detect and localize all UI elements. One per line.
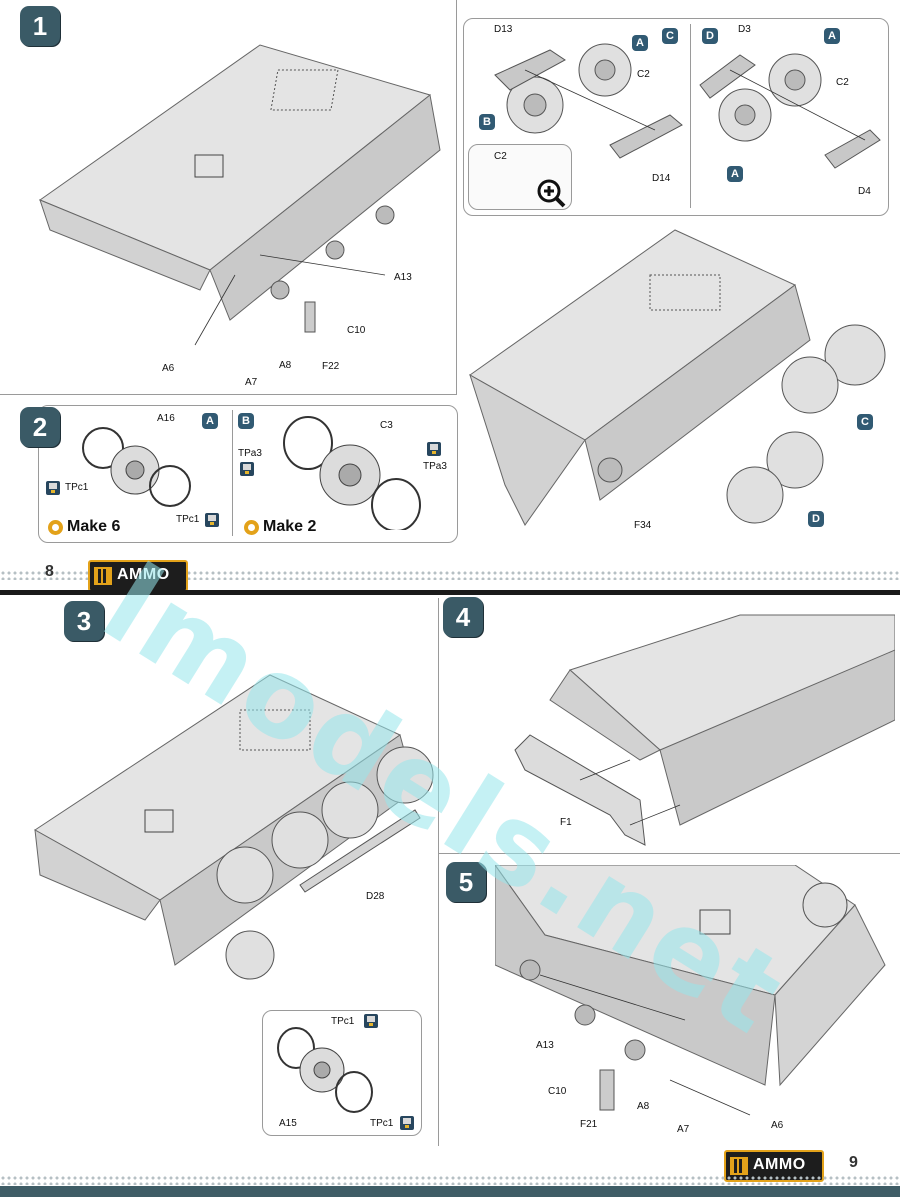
paint-icon-tpc1-left: [46, 481, 60, 495]
page-number-9: 9: [849, 1154, 858, 1171]
page9-footer-dots: [0, 1175, 900, 1185]
label-c10-step5: C10: [548, 1086, 567, 1097]
make-icon-b: [244, 520, 259, 535]
subassembly-divider: [690, 24, 691, 208]
page9-footer-bar: [0, 1186, 900, 1197]
label-tpc1-top: TPc1: [331, 1016, 355, 1027]
step3-hull-illustration: [34, 674, 434, 980]
make-2-label: Make 2: [263, 518, 317, 535]
step1-badge: 1: [20, 6, 60, 46]
label-a15: A15: [279, 1118, 297, 1129]
step3-badge: 3: [64, 601, 104, 641]
label-f1: F1: [560, 817, 572, 828]
label-d4: D4: [858, 186, 871, 197]
label-a7-step5: A7: [677, 1124, 690, 1135]
bogie-d-illustration: [699, 53, 881, 169]
label-a6-step5: A6: [771, 1120, 784, 1131]
paint-icon-tpa3-left: [240, 462, 254, 476]
sub-c-tag-c: C: [662, 28, 678, 44]
label-a7: A7: [245, 377, 258, 388]
label-f21: F21: [580, 1119, 598, 1130]
wheel-a15-illustration: [277, 1027, 373, 1113]
paint-icon-tpc1-right: [205, 513, 219, 527]
label-c2: C2: [637, 69, 650, 80]
label-a13-step5: A13: [536, 1040, 554, 1051]
ammo-logo-top: AMMO: [88, 560, 188, 592]
page-number-8: 8: [45, 563, 54, 580]
label-f34: F34: [634, 520, 652, 531]
label-tpa3-left: TPa3: [238, 448, 262, 459]
step4-hull-illustration: [514, 614, 895, 846]
paint-icon-step3-bottom: [400, 1116, 414, 1130]
step5-hull-illustration: [495, 865, 886, 1116]
magnifier-icon: [537, 179, 566, 208]
label-tpc1-right: TPc1: [176, 514, 200, 525]
step2-tag-a: A: [202, 413, 218, 429]
sub-c-tag-a: A: [632, 35, 648, 51]
sub-c-tag-b: B: [479, 114, 495, 130]
page-separator: [0, 590, 900, 595]
bogie-c-illustration: [494, 43, 683, 159]
hull-assembly-illustration: [469, 229, 886, 526]
paint-icon-step3-top: [364, 1014, 378, 1028]
label-tpa3-right: TPa3: [423, 461, 447, 472]
make-6-label: Make 6: [67, 518, 121, 535]
sub-d-tag-a-top: A: [824, 28, 840, 44]
label-a6: A6: [162, 363, 175, 374]
paint-icon-tpa3-right: [427, 442, 441, 456]
step4-bottom-border: [438, 853, 900, 854]
label-tpc1-left: TPc1: [65, 482, 89, 493]
wheel-a-illustration: [82, 427, 191, 507]
label-a13: A13: [394, 272, 412, 283]
step1-hull-illustration: [38, 44, 441, 346]
step2-tag-b: B: [238, 413, 254, 429]
label-d28: D28: [366, 891, 385, 902]
sub-d-tag-d: D: [702, 28, 718, 44]
wheel-b-illustration: [283, 416, 421, 530]
step2-badge: 2: [20, 407, 60, 447]
label-d3: D3: [738, 24, 751, 35]
zoom-label-c2: C2: [494, 151, 507, 162]
assembly-tag-c: C: [857, 414, 873, 430]
page8-footer-dots: [0, 570, 900, 580]
label-d13: D13: [494, 24, 513, 35]
assembly-tag-d: D: [808, 511, 824, 527]
label-tpc1-bottom: TPc1: [370, 1118, 394, 1129]
label-d14: D14: [652, 173, 671, 184]
label-a8-step5: A8: [637, 1101, 650, 1112]
step5-badge: 5: [446, 862, 486, 902]
sub-d-tag-a-bottom: A: [727, 166, 743, 182]
ammo-bullets-icon: [94, 567, 112, 585]
label-a8: A8: [279, 360, 292, 371]
step4-badge: 4: [443, 597, 483, 637]
step2-divider: [232, 410, 233, 536]
label-c2-d: C2: [836, 77, 849, 88]
make-icon-a: [48, 520, 63, 535]
label-c3: C3: [380, 420, 393, 431]
step4-panel-border: [438, 598, 439, 1146]
label-c10: C10: [347, 325, 366, 336]
label-f22: F22: [322, 361, 340, 372]
ammo-bullets-icon-bottom: [730, 1157, 748, 1175]
label-a16: A16: [157, 413, 175, 424]
